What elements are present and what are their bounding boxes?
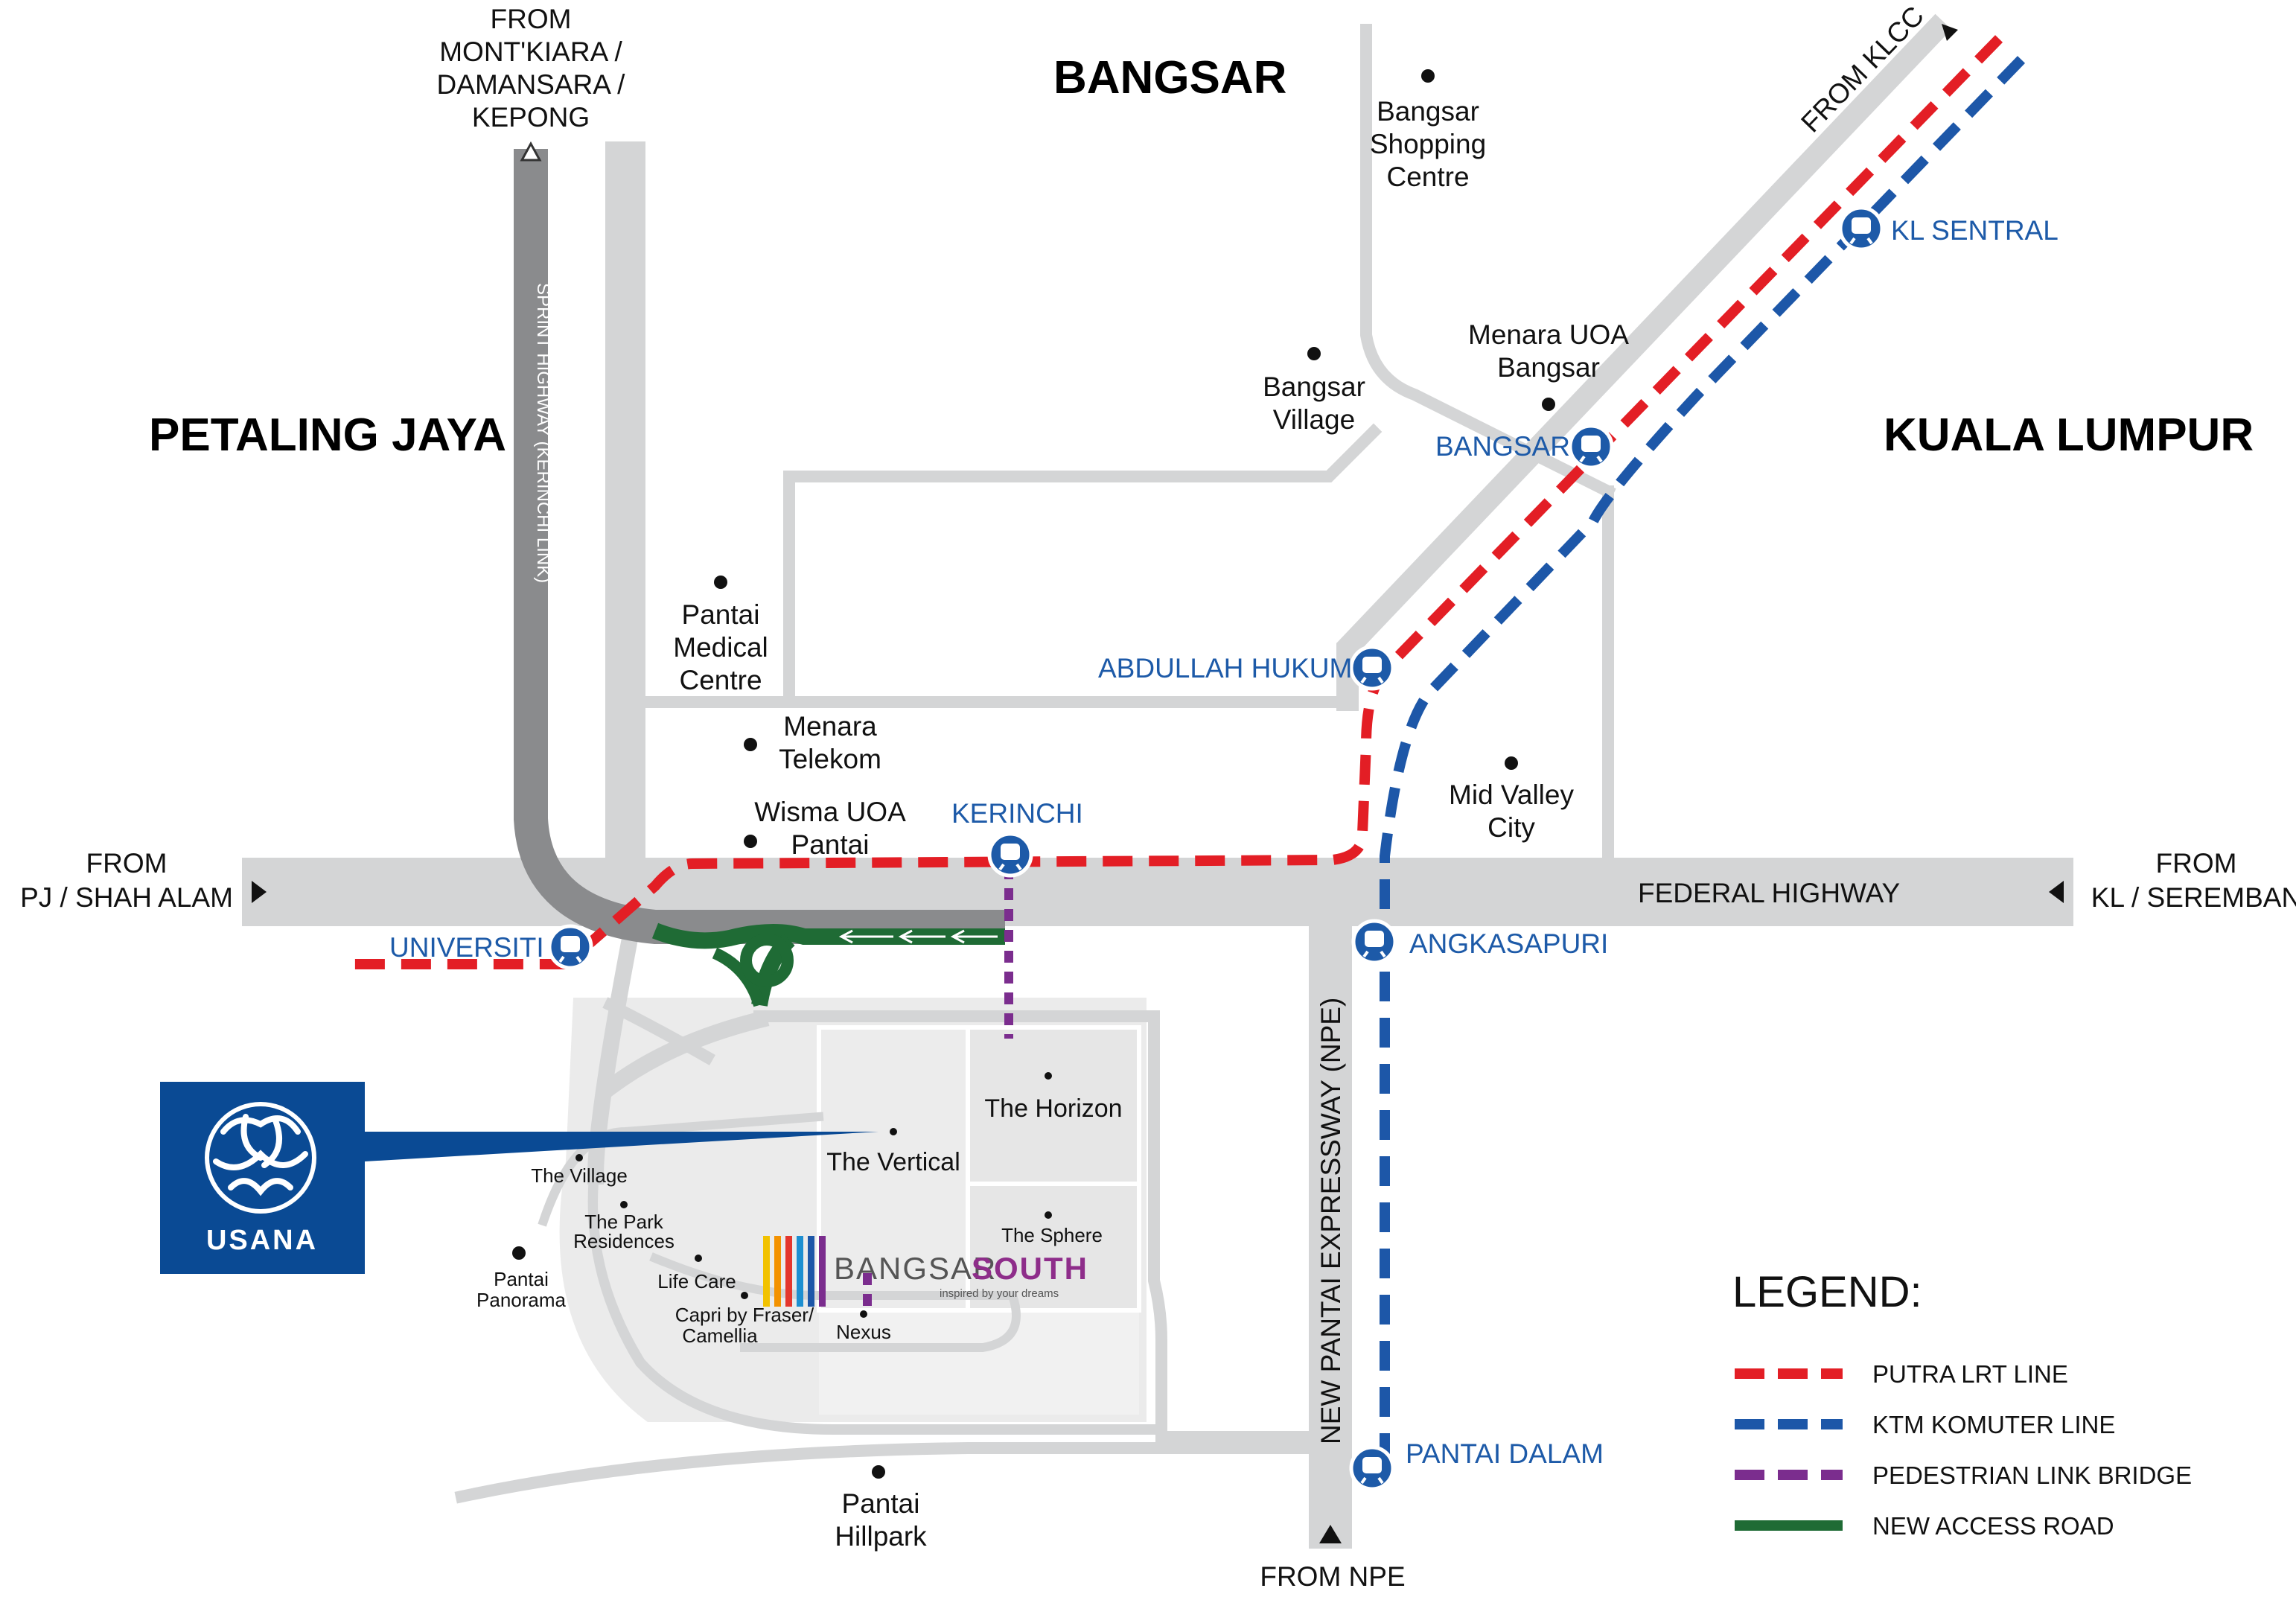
usana-logo-text: USANA bbox=[206, 1225, 318, 1256]
station-icon bbox=[987, 832, 1033, 878]
sprint-highway: SPRINT HIGHWAY (KERINCHI LINK) bbox=[514, 141, 1005, 944]
bangsar-south-tagline: inspired by your dreams bbox=[940, 1287, 1059, 1300]
station-icon bbox=[1351, 919, 1397, 965]
north-arrow-icon bbox=[520, 141, 542, 162]
landmarks: Bangsar Shopping Centre Menara UOA Bangs… bbox=[476, 69, 1629, 1552]
landmark-the-horizon: The Horizon bbox=[984, 1094, 1122, 1123]
landmark-pantai-panorama-1: Pantai bbox=[494, 1268, 549, 1290]
station-icon bbox=[1349, 1445, 1395, 1491]
station-icon bbox=[547, 924, 593, 970]
station-icon bbox=[1349, 645, 1395, 691]
landmark-pantai-medical-1: Pantai bbox=[682, 599, 760, 630]
landmark-bangsar-shopping-3: Centre bbox=[1386, 162, 1469, 192]
from-north-line2: MONT'KIARA / bbox=[439, 36, 622, 67]
station-angkasapuri: ANGKASAPURI bbox=[1409, 928, 1608, 959]
legend-item-pedestrian: PEDESTRIAN LINK BRIDGE bbox=[1872, 1461, 2192, 1489]
station-icon bbox=[1838, 205, 1884, 252]
landmark-bangsar-village-1: Bangsar bbox=[1263, 372, 1365, 402]
landmark-pantai-hillpark-2: Hillpark bbox=[835, 1521, 927, 1552]
station-pantai-dalam: PANTAI DALAM bbox=[1406, 1438, 1604, 1469]
landmark-park-residences-1: The Park bbox=[584, 1211, 663, 1233]
from-west-line1: FROM bbox=[86, 848, 168, 879]
bangsar-south-word1: BANGSAR bbox=[834, 1251, 997, 1286]
from-north-line1: FROM bbox=[491, 4, 572, 34]
road-network bbox=[242, 13, 2073, 1549]
from-north-line4: KEPONG bbox=[472, 102, 590, 133]
landmark-nexus: Nexus bbox=[836, 1321, 891, 1343]
area-labels: BANGSAR PETALING JAYA KUALA LUMPUR bbox=[149, 52, 2254, 461]
landmark-menara-telekom-2: Telekom bbox=[779, 744, 881, 774]
station-bangsar: BANGSAR bbox=[1435, 431, 1570, 462]
bangsar-south-logo: BANGSAR SOUTH inspired by your dreams bbox=[763, 1236, 1088, 1307]
usana-logo: USANA bbox=[160, 1082, 878, 1274]
east-arrow-icon bbox=[2049, 881, 2064, 903]
from-east-line1: FROM bbox=[2156, 848, 2237, 879]
west-arrow-icon bbox=[252, 881, 267, 903]
station-icon bbox=[1568, 424, 1614, 470]
landmark-pantai-panorama-2: Panorama bbox=[476, 1289, 566, 1311]
northeast-arrow-icon bbox=[1942, 24, 1958, 41]
landmark-bangsar-shopping-2: Shopping bbox=[1370, 129, 1486, 159]
from-west-line2: PJ / SHAH ALAM bbox=[20, 882, 233, 913]
federal-highway-label: FEDERAL HIGHWAY bbox=[1638, 878, 1900, 908]
area-petaling-jaya: PETALING JAYA bbox=[149, 409, 506, 461]
landmark-mid-valley-1: Mid Valley bbox=[1449, 780, 1574, 810]
from-south: FROM NPE bbox=[1260, 1561, 1405, 1592]
legend-item-new-road: NEW ACCESS ROAD bbox=[1872, 1512, 2114, 1540]
legend-item-lrt: PUTRA LRT LINE bbox=[1872, 1360, 2068, 1388]
npe-label: NEW PANTAI EXPRESSWAY (NPE) bbox=[1316, 998, 1346, 1444]
landmark-menara-uoa-bangsar-2: Bangsar bbox=[1497, 352, 1600, 383]
legend: LEGEND: PUTRA LRT LINE KTM KOMUTER LINE … bbox=[1732, 1268, 2192, 1540]
legend-title: LEGEND: bbox=[1732, 1268, 1922, 1316]
new-access-road bbox=[651, 922, 1005, 1007]
landmark-wisma-uoa-2: Pantai bbox=[791, 829, 870, 860]
bangsar-south-word2: SOUTH bbox=[972, 1251, 1088, 1286]
station-kerinchi: KERINCHI bbox=[951, 798, 1083, 829]
landmark-life-care: Life Care bbox=[657, 1270, 736, 1292]
landmark-menara-telekom-1: Menara bbox=[783, 711, 877, 742]
landmark-capri-2: Camellia bbox=[682, 1325, 758, 1347]
legend-item-ktm: KTM KOMUTER LINE bbox=[1872, 1411, 2115, 1438]
landmark-bangsar-village-2: Village bbox=[1273, 404, 1355, 435]
station-kl-sentral: KL SENTRAL bbox=[1891, 215, 2059, 246]
sprint-highway-label: SPRINT HIGHWAY (KERINCHI LINK) bbox=[533, 283, 553, 583]
landmark-the-village: The Village bbox=[531, 1164, 628, 1187]
landmark-pantai-hillpark-1: Pantai bbox=[842, 1488, 920, 1519]
landmark-menara-uoa-bangsar-1: Menara UOA bbox=[1468, 319, 1629, 350]
landmark-mid-valley-2: City bbox=[1487, 812, 1535, 843]
lrt-line bbox=[344, 35, 2003, 969]
landmark-park-residences-2: Residences bbox=[573, 1230, 675, 1252]
pedestrian-links bbox=[863, 867, 1013, 1307]
landmark-the-vertical: The Vertical bbox=[826, 1148, 960, 1176]
south-arrow-icon bbox=[1319, 1525, 1342, 1543]
landmark-capri-1: Capri by Fraser/ bbox=[675, 1304, 814, 1326]
landmark-pantai-medical-2: Medical bbox=[673, 632, 768, 663]
station-labels: KL SENTRAL BANGSAR ABDULLAH HUKUM KERINC… bbox=[389, 215, 2059, 1469]
station-abdullah-hukum: ABDULLAH HUKUM bbox=[1098, 653, 1352, 683]
station-universiti: UNIVERSITI bbox=[389, 932, 544, 963]
landmark-the-sphere: The Sphere bbox=[1001, 1224, 1103, 1246]
area-bangsar: BANGSAR bbox=[1053, 52, 1286, 103]
area-kuala-lumpur: KUALA LUMPUR bbox=[1884, 409, 2254, 461]
ktm-line bbox=[1380, 56, 2026, 1456]
landmark-pantai-medical-3: Centre bbox=[679, 665, 762, 695]
landmark-wisma-uoa-1: Wisma UOA bbox=[754, 797, 906, 827]
from-east-line2: KL / SEREMBAN bbox=[2091, 882, 2296, 913]
from-north-line3: DAMANSARA / bbox=[437, 69, 626, 100]
bangsar-south-block bbox=[559, 998, 1147, 1422]
landmark-bangsar-shopping-1: Bangsar bbox=[1377, 96, 1479, 127]
station-markers bbox=[547, 205, 1884, 1491]
